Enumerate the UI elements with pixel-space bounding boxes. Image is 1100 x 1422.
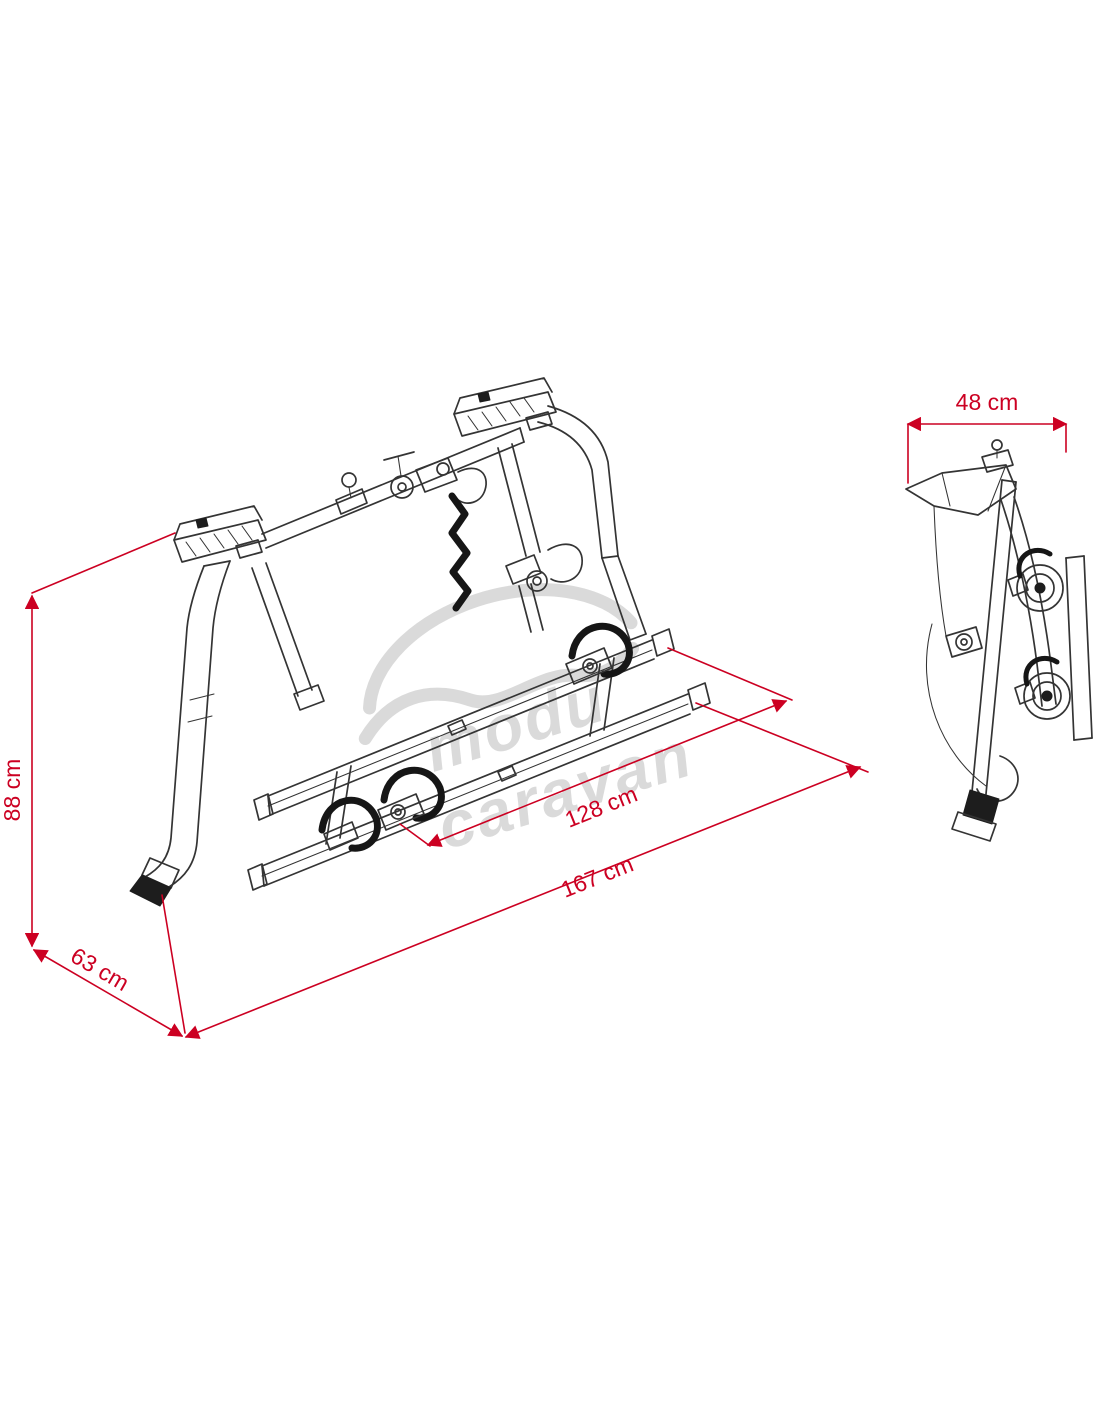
side-channel-bar <box>1065 555 1093 741</box>
dimension-depth-63: 63 cm <box>32 942 184 1037</box>
left-support-arm <box>129 560 231 907</box>
inner-upright <box>251 562 325 711</box>
left-mounting-bracket <box>173 505 267 563</box>
dimension-height-88: 88 cm <box>0 532 176 948</box>
dimension-width-48: 48 cm <box>906 389 1068 484</box>
perspective-view <box>129 377 711 907</box>
side-rail-rollers <box>1007 547 1071 720</box>
side-foot <box>962 789 1000 825</box>
side-ratchet-block <box>945 626 983 658</box>
centre-clamp-cluster <box>383 451 487 504</box>
right-mounting-bracket <box>453 377 557 437</box>
left-arm-foot <box>129 874 172 907</box>
dimension-label-88cm: 88 cm <box>0 759 25 822</box>
side-cable-and-foot <box>925 623 1019 842</box>
right-support-arm <box>537 405 647 641</box>
dimension-label-48cm: 48 cm <box>956 389 1019 415</box>
dimension-label-167cm: 167 cm <box>557 850 637 902</box>
side-main-arm <box>933 479 1057 795</box>
frame-strap <box>448 492 472 612</box>
side-view <box>905 439 1093 842</box>
inner-diagonal-tube <box>497 443 583 633</box>
